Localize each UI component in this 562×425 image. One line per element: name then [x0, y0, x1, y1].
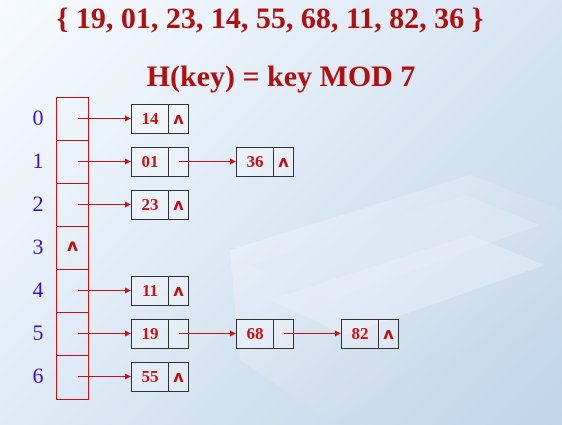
arrow-bucket-1-head [125, 158, 131, 165]
node-key-value: 11 [132, 276, 169, 305]
node-next-pointer: ʌ [278, 151, 289, 171]
bucket-index-2: 2 [32, 191, 44, 216]
bucket-slot-6 [56, 355, 89, 400]
arrow-01-36-head [230, 158, 236, 165]
node-next-pointer: ʌ [173, 366, 184, 386]
arrow-bucket-5-head [125, 330, 131, 337]
chain-node-68: 68 [236, 318, 294, 349]
arrow-bucket-0-head [125, 115, 131, 122]
bucket-index-4: 4 [32, 277, 44, 302]
key-set-title: { 19, 01, 23, 14, 55, 68, 11, 82, 36 } [56, 2, 484, 35]
bucket-slot-3 [56, 226, 89, 269]
arrow-68-82-head [335, 330, 341, 337]
bucket-index-1: 1 [32, 148, 44, 173]
node-key-value: 19 [132, 319, 169, 348]
node-key-value: 14 [132, 104, 169, 133]
node-next-pointer: ʌ [383, 323, 394, 343]
node-key-value: 01 [132, 147, 169, 176]
node-key-value: 82 [342, 319, 379, 348]
bucket-index-3: 3 [32, 234, 44, 259]
arrow-19-68-head [230, 330, 236, 337]
node-key-value: 36 [237, 147, 274, 176]
node-next-pointer: ʌ [173, 194, 184, 214]
bucket-index-0: 0 [32, 105, 44, 130]
keyboard-keys-row [270, 235, 545, 335]
node-key-value: 68 [237, 319, 274, 348]
keyboard-keys [250, 195, 540, 300]
bucket-index-6: 6 [32, 363, 44, 388]
hash-function-formula: H(key) = key MOD 7 [146, 60, 416, 93]
node-next-pointer: ʌ [173, 108, 184, 128]
arrow-bucket-2-head [125, 201, 131, 208]
node-key-value: 55 [132, 362, 169, 391]
arrow-bucket-6-head [125, 373, 131, 380]
arrow-bucket-4-head [125, 287, 131, 294]
null-pointer-mark: ʌ [66, 236, 79, 256]
node-key-value: 23 [132, 190, 169, 219]
bucket-index-5: 5 [32, 320, 44, 345]
node-next-pointer: ʌ [173, 280, 184, 300]
